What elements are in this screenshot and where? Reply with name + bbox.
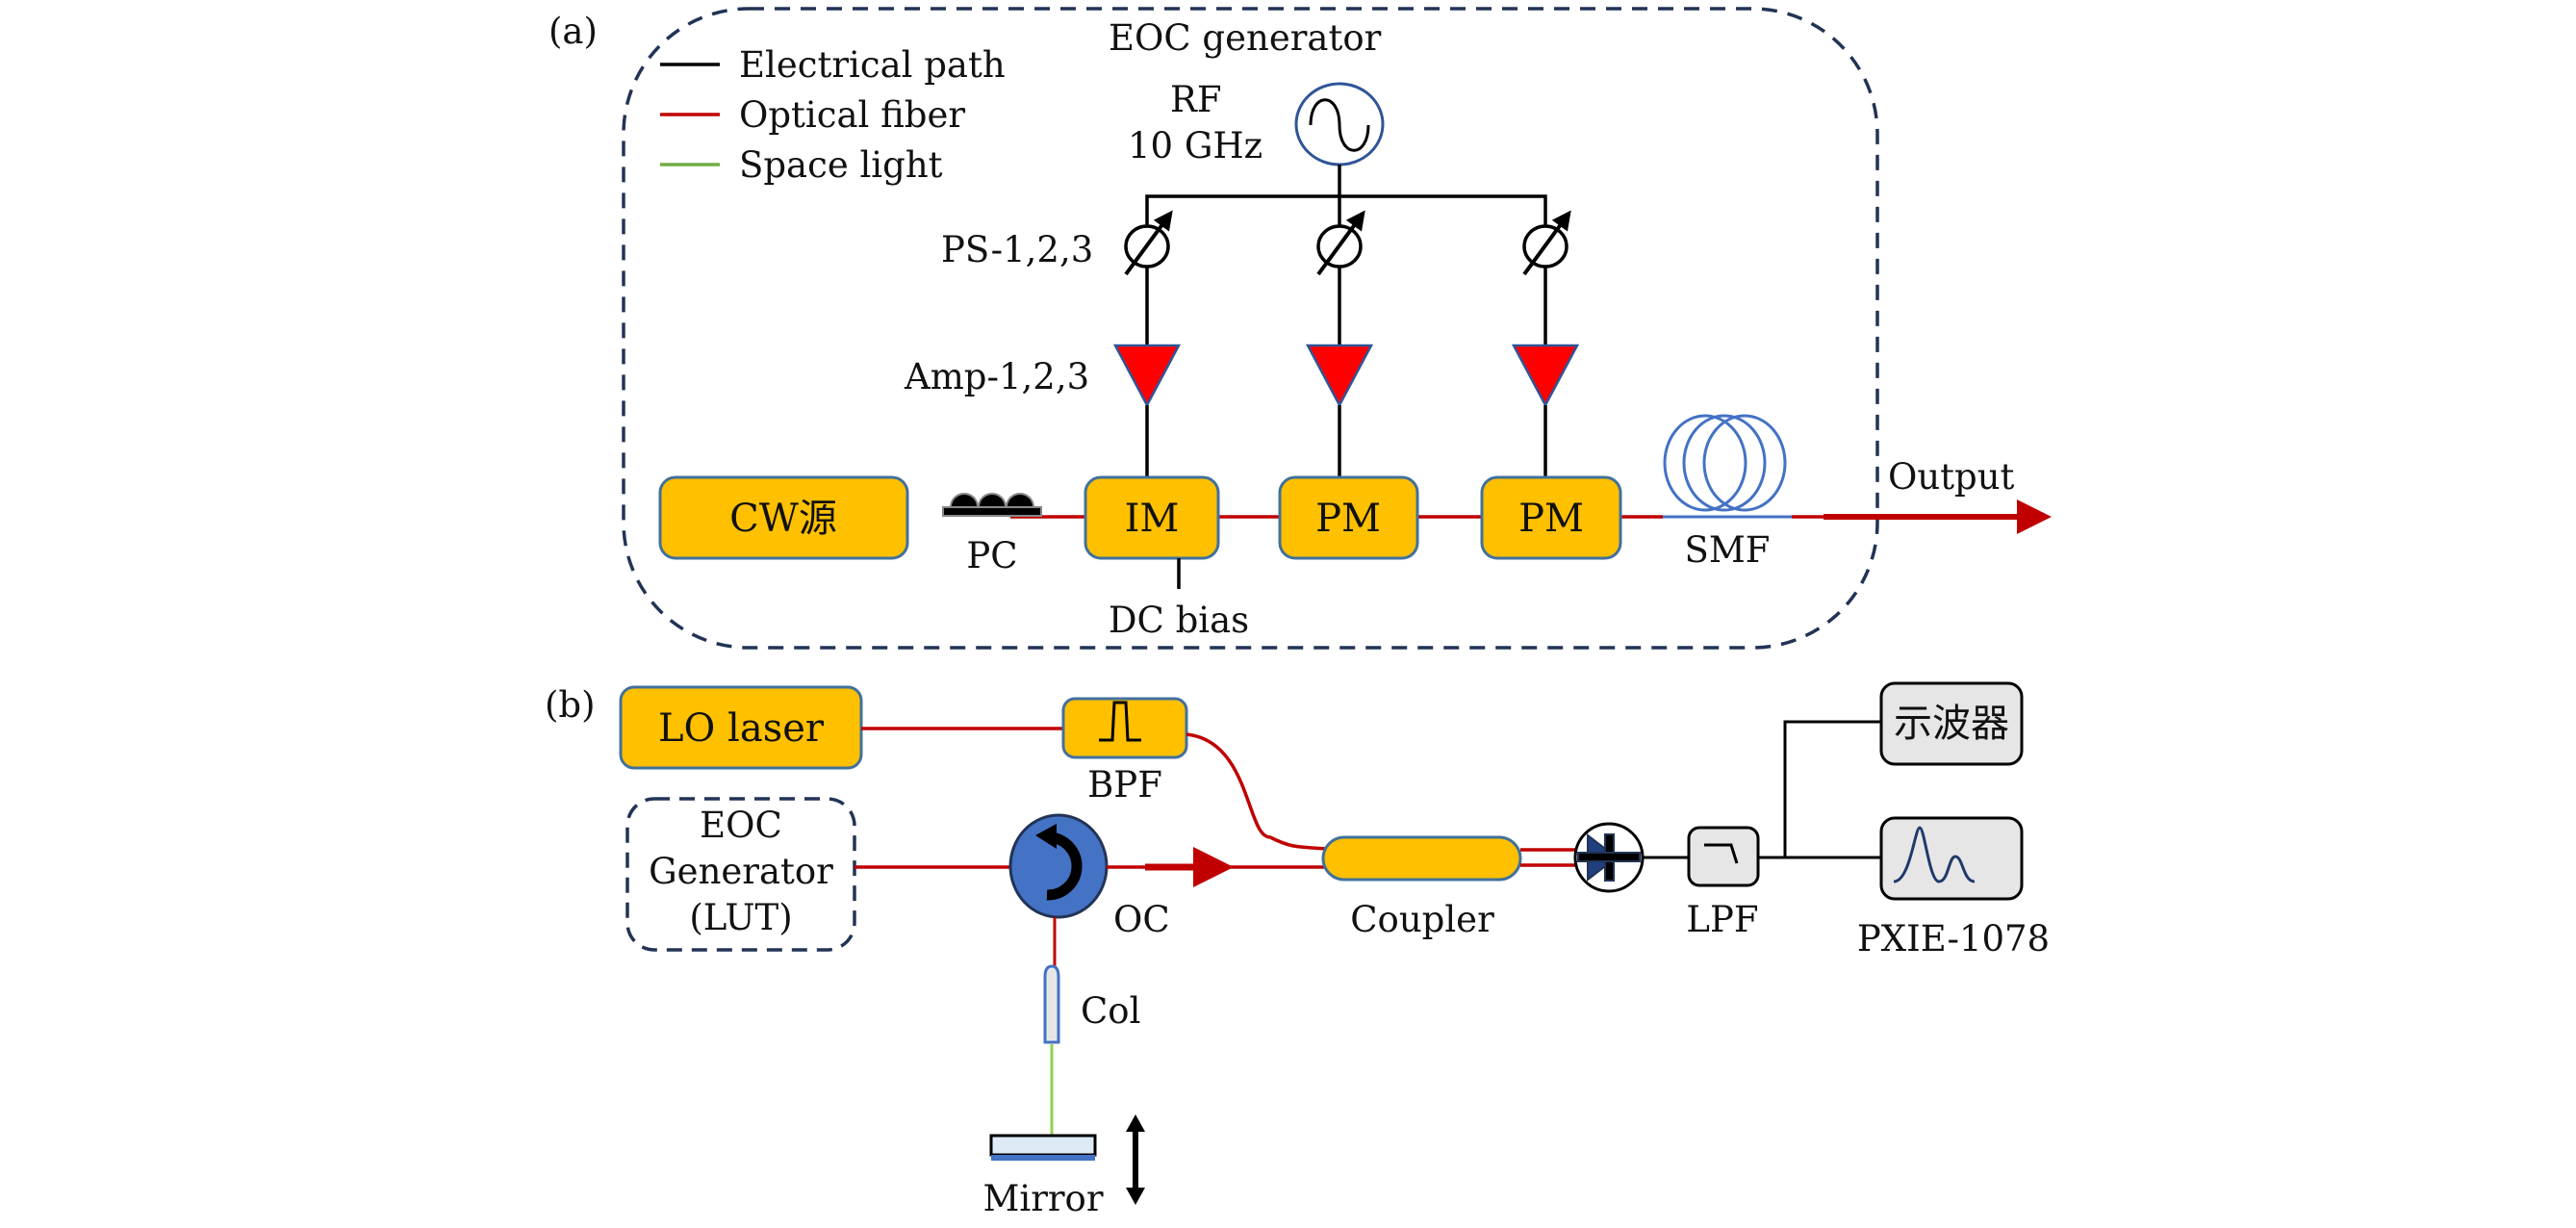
eoc-lut-line3: (LUT) (689, 897, 792, 938)
panel-a: (a) EOC generator Electrical path Optica… (548, 7, 2052, 650)
cw-source-box (658, 475, 909, 560)
legend-electrical-label: Electrical path (739, 44, 1006, 86)
pxie-label: PXIE-1078 (1857, 918, 2050, 959)
phase-modulator-2-box (1480, 475, 1622, 560)
electrical-bus (1145, 165, 1547, 236)
lowpass-icon (1704, 843, 1739, 864)
smf-label: SMF (1685, 529, 1771, 571)
rf-source-icon (1294, 82, 1385, 166)
photodetector-icon (1573, 822, 1645, 893)
rf-frequency-label: 10 GHz (1128, 125, 1262, 166)
mirror-icon (989, 1134, 1097, 1157)
panel-b: (b) LO laser BPF EOC Generator (LUT) OC … (545, 681, 2050, 1219)
eoc-generator-title: EOC generator (1109, 17, 1382, 59)
coupler-label: Coupler (1350, 899, 1494, 940)
legend: Electrical path Optical fiber Space ligh… (660, 44, 1006, 186)
lpf-output-wires (1758, 720, 1881, 859)
eoc-lut-line1: EOC (700, 805, 782, 846)
bpf-label: BPF (1087, 764, 1162, 806)
panel-b-label: (b) (545, 684, 596, 726)
amp-label: Amp-1,2,3 (904, 356, 1089, 397)
col-label: Col (1081, 990, 1140, 1032)
ps-label: PS-1,2,3 (941, 229, 1093, 270)
legend-optical-label: Optical fiber (739, 94, 965, 136)
rf-label: RF (1170, 79, 1222, 120)
dc-bias-label: DC bias (1109, 600, 1249, 641)
pm2-label: PM (1518, 497, 1584, 541)
eoc-generator-dashed-border (622, 7, 1879, 650)
eoc-generator-lut-box (625, 797, 856, 952)
spectrum-icon (1893, 826, 1976, 883)
polarization-controller-icon (942, 493, 1042, 517)
amplifier-icon (1305, 344, 1374, 408)
lpf-box (1687, 826, 1760, 887)
panel-a-label: (a) (548, 11, 598, 52)
translation-arrow-icon (1126, 1114, 1145, 1205)
coupler-icon (1321, 835, 1522, 882)
branch-3 (1511, 210, 1580, 477)
branch-2 (1305, 210, 1374, 477)
cw-source-label: CW源 (729, 497, 837, 541)
lpf-label: LPF (1686, 899, 1758, 940)
smf-coil-icon (1663, 414, 1792, 519)
phase-modulator-1-box (1278, 475, 1419, 560)
oscilloscope-box (1879, 681, 2024, 766)
output-label: Output (1888, 456, 2015, 498)
legend-space-light-label: Space light (739, 144, 943, 186)
mirror-label: Mirror (982, 1178, 1103, 1219)
mirror-reflective-surface (991, 1155, 1095, 1161)
lo-laser-label: LO laser (658, 706, 825, 751)
amplifier-icon (1112, 344, 1182, 408)
im-label: IM (1125, 497, 1180, 541)
branch-1 (1112, 210, 1182, 477)
collimator-icon (1043, 964, 1060, 1044)
oc-label: OC (1113, 899, 1170, 940)
bpf-to-coupler-fiber (1186, 732, 1329, 851)
intensity-modulator-box (1084, 475, 1220, 560)
oscilloscope-label: 示波器 (1894, 702, 2009, 746)
eoc-lut-line2: Generator (649, 851, 833, 892)
bandpass-icon (1099, 701, 1141, 742)
pc-label: PC (966, 535, 1017, 576)
optical-circulator-icon (1008, 813, 1109, 919)
bpf-box (1061, 697, 1188, 759)
pm1-label: PM (1315, 497, 1381, 541)
amplifier-icon (1511, 344, 1580, 408)
